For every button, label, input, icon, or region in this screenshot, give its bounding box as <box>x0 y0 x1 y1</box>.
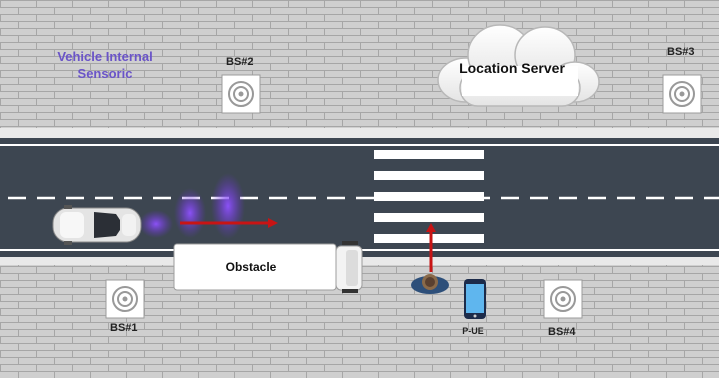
vehicle-sensoric-label: Vehicle Internal Sensoric <box>30 48 180 82</box>
road <box>0 128 719 265</box>
bs3-label: BS#3 <box>667 46 695 58</box>
pedestrian-ue-label: P-UE <box>462 326 484 336</box>
bs4-label: BS#4 <box>548 326 576 338</box>
bs2-label: BS#2 <box>226 56 254 68</box>
obstacle-truck <box>173 241 363 293</box>
trajectory-arrows <box>180 218 436 272</box>
pedestrian-icon <box>411 274 449 294</box>
antenna-icon <box>662 74 702 114</box>
location-server-label: Location Server <box>459 60 565 76</box>
cloud-icon <box>437 24 600 107</box>
vehicle-sensoric-line1: Vehicle Internal <box>57 49 153 64</box>
antenna-icon <box>221 74 261 114</box>
antenna-icon <box>105 279 145 319</box>
vehicle-sensoric-line2: Sensoric <box>77 66 133 81</box>
car-icon <box>52 205 142 245</box>
pedestrian-crossing <box>374 150 484 243</box>
antenna-icon <box>543 279 583 319</box>
obstacle-label: Obstacle <box>225 260 277 274</box>
smartphone-icon <box>464 279 486 319</box>
bs1-label: BS#1 <box>110 322 138 334</box>
